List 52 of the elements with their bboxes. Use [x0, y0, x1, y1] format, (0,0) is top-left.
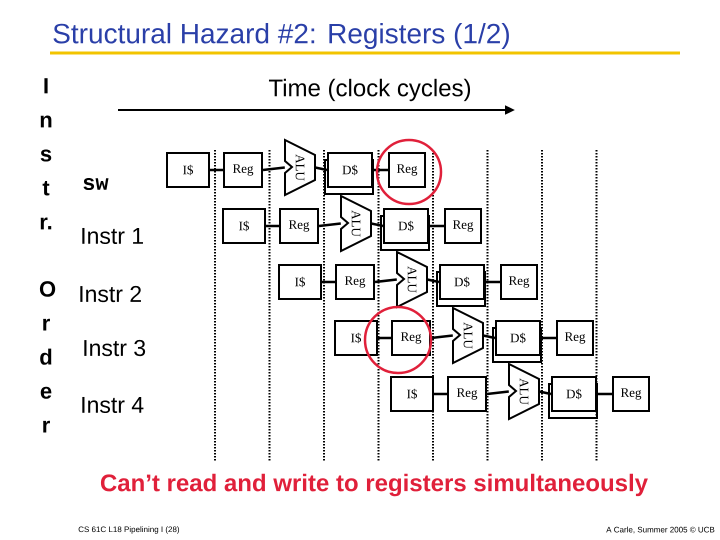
- connector-line: [374, 278, 397, 284]
- register-box: Reg: [447, 376, 487, 412]
- register-box: Reg: [335, 264, 375, 300]
- connector-line: [426, 278, 440, 284]
- instruction-label: Instr 4: [82, 396, 144, 413]
- instruction-cache-box: I$: [390, 376, 434, 412]
- slide-title: Structural Hazard #2: Registers (1/2): [53, 22, 509, 50]
- vertical-axis-label: I n s t r.: [40, 78, 52, 230]
- data-cache-box: D$: [548, 376, 598, 419]
- connector-line: [370, 222, 384, 228]
- register-box: Reg: [556, 320, 594, 356]
- connector-line: [322, 280, 335, 284]
- vertical-axis-label: O r d e r: [40, 281, 56, 433]
- connector-line: [434, 392, 447, 396]
- connector-line: [266, 224, 279, 228]
- connector-line: [538, 390, 552, 396]
- connector-line: [486, 390, 509, 396]
- connector-line: [262, 166, 285, 172]
- footer-text: A Carle, Summer 2005 © UCB: [606, 526, 714, 534]
- register-box: Reg: [500, 264, 538, 300]
- callout-text: Can’t read and write to registers simultaneously: [100, 474, 648, 496]
- connector-line: [373, 168, 388, 172]
- footer-text: CS 61C L18 Pipelining I (28): [78, 526, 180, 534]
- connector-line: [430, 334, 453, 340]
- register-box: Reg: [223, 152, 263, 188]
- connector-line: [378, 336, 391, 340]
- connector-line: [482, 334, 496, 340]
- axis-label: Time (clock cycles): [268, 78, 470, 102]
- connector-line: [210, 168, 223, 172]
- instruction-cache-box: I$: [222, 208, 266, 244]
- connector-line: [485, 280, 500, 284]
- connector-line: [541, 336, 556, 340]
- connector-line: [314, 166, 328, 172]
- instruction-label: Instr 2: [80, 286, 141, 302]
- data-cache-box: D$: [436, 264, 486, 307]
- register-box: Reg: [279, 208, 319, 244]
- instruction-label: Instr 3: [84, 340, 146, 356]
- data-cache-box: D$: [380, 208, 430, 251]
- register-box: Reg: [612, 376, 650, 412]
- instruction-cache-box: I$: [334, 320, 378, 356]
- register-box: Reg: [391, 320, 431, 356]
- data-cache-box: D$: [324, 152, 374, 195]
- register-box: Reg: [444, 208, 482, 244]
- connector-line: [318, 222, 341, 228]
- register-box: Reg: [388, 152, 426, 188]
- connector-line: [429, 224, 444, 228]
- data-cache-box: D$: [492, 320, 542, 363]
- instruction-label: Instr 1: [82, 228, 143, 244]
- instruction-cache-box: I$: [278, 264, 322, 300]
- instruction-cache-box: I$: [166, 152, 210, 188]
- instruction-label: sw: [84, 178, 108, 190]
- connector-line: [597, 392, 612, 396]
